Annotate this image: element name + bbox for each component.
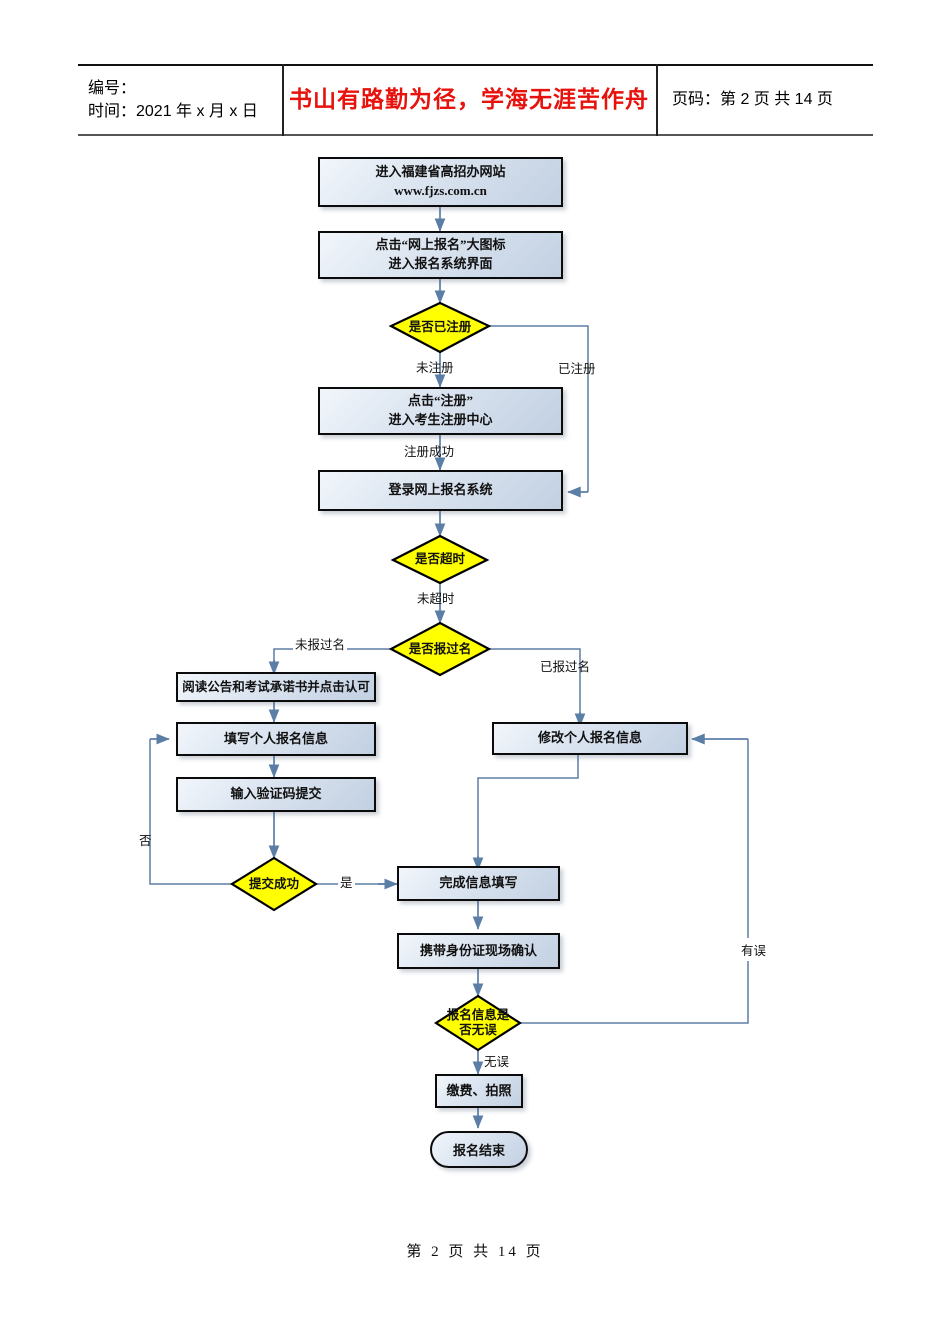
decision-info-correct-label: 报名信息是 否无误 (436, 996, 520, 1050)
node-click-register[interactable]: 点击“注册” 进入考生注册中心 (318, 387, 563, 435)
node-enter-website[interactable]: 进入福建省高招办网站 www.fjzs.com.cn (318, 157, 563, 207)
decision-info-correct[interactable]: 报名信息是 否无误 (436, 996, 520, 1050)
edge-label-no: 否 (139, 834, 152, 848)
header-cell-meta: 编号： 时间：2021 年 x 月 x 日 (88, 64, 258, 136)
node-click-register-line1: 点击“注册” (407, 393, 473, 409)
node-modify-personal-info[interactable]: 修改个人报名信息 (492, 722, 688, 755)
node-enter-website-line1: 进入福建省高招办网站 (375, 164, 506, 180)
edge-label-incorrect: 有误 (738, 938, 770, 961)
decision-info-correct-line2: 否无误 (459, 1023, 497, 1037)
decision-submit-success-label: 提交成功 (248, 876, 299, 891)
header-serial-label: 编号： (88, 79, 137, 97)
decision-registered-label: 是否已注册 (408, 320, 472, 334)
header-pagination: 页码：第 2 页 共 14 页 (672, 91, 833, 109)
header-motto: 书山有路勤为径，学海无涯苦作舟 (289, 87, 649, 113)
decision-info-correct-line1: 报名信息是 (446, 1008, 510, 1022)
node-apply-end[interactable]: 报名结束 (430, 1131, 528, 1168)
node-complete-info[interactable]: 完成信息填写 (397, 866, 560, 901)
node-enter-website-line2: www.fjzs.com.cn (394, 183, 487, 198)
node-click-online-apply-line2: 进入报名系统界面 (388, 256, 493, 271)
edge-label-not-applied: 未报过名 (293, 634, 348, 653)
page-header-table: 编号： 时间：2021 年 x 月 x 日 书山有路勤为径，学海无涯苦作舟 页码… (78, 64, 873, 136)
decision-shape-submit-success (229, 856, 319, 912)
header-bottom-rule (78, 134, 873, 136)
edge-label-correct: 无误 (484, 1055, 510, 1069)
edge-label-not-registered: 未注册 (416, 361, 454, 375)
node-fill-personal-info[interactable]: 填写个人报名信息 (176, 722, 376, 756)
page-footer: 第 2 页 共 14 页 (406, 1244, 544, 1260)
decision-shape-applied-before (388, 621, 492, 677)
decision-registered[interactable]: 是否已注册 (391, 303, 489, 352)
decision-shape-timeout (390, 534, 490, 585)
edge-label-yes: 是 (338, 872, 355, 891)
node-login-system[interactable]: 登录网上报名系统 (318, 470, 563, 511)
header-top-rule (78, 64, 873, 66)
decision-submit-success[interactable]: 提交成功 (232, 858, 316, 910)
edge-label-register-success: 注册成功 (404, 445, 455, 459)
decision-timeout-label: 是否超时 (414, 552, 465, 566)
node-click-online-apply[interactable]: 点击“网上报名”大图标 进入报名系统界面 (318, 231, 563, 279)
decision-timeout[interactable]: 是否超时 (393, 536, 487, 583)
edge-label-not-timeout: 未超时 (417, 592, 455, 606)
node-enter-captcha-submit[interactable]: 输入验证码提交 (176, 777, 376, 812)
edge-label-registered: 已注册 (558, 362, 596, 376)
decision-shape-info-correct (433, 994, 523, 1052)
decision-applied-before[interactable]: 是否报过名 (391, 623, 489, 675)
edge-label-applied: 已报过名 (540, 660, 591, 674)
node-pay-photo[interactable]: 缴费、拍照 (435, 1074, 523, 1108)
header-divider-right (656, 64, 658, 136)
node-onsite-confirm[interactable]: 携带身份证现场确认 (397, 933, 560, 969)
decision-applied-before-label: 是否报过名 (408, 641, 472, 656)
decision-shape-registered (388, 301, 492, 354)
node-click-online-apply-line1: 点击“网上报名”大图标 (375, 237, 506, 253)
header-date-label: 时间：2021 年 x 月 x 日 (88, 103, 258, 120)
node-read-announcement[interactable]: 阅读公告和考试承诺书并点击认可 (176, 672, 376, 702)
node-click-register-line2: 进入考生注册中心 (388, 412, 493, 427)
header-divider-left (282, 64, 284, 136)
